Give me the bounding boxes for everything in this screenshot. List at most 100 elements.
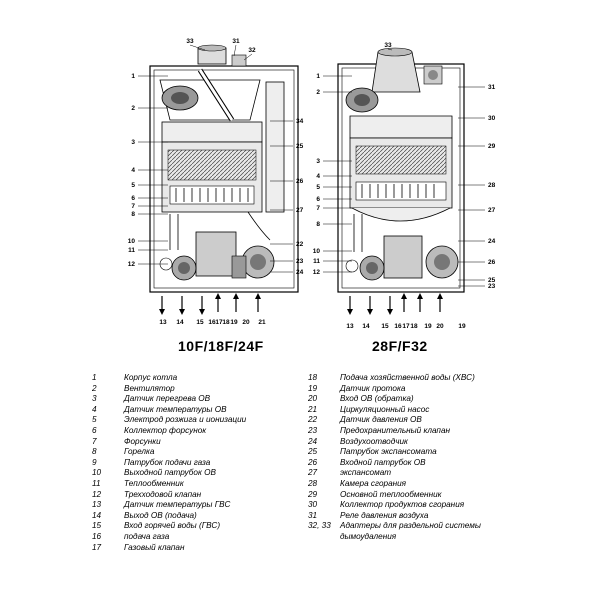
callout-label: 19 (230, 319, 238, 326)
callout-label: 32 (248, 47, 256, 54)
legend-text: Реле давления воздуха (340, 510, 429, 520)
callout-label: 26 (488, 259, 496, 266)
legend-number: 14 (92, 510, 102, 520)
callout-label: 8 (316, 221, 320, 228)
callout-label: 17 (215, 319, 223, 326)
legend-text: Датчик давления ОВ (340, 415, 422, 425)
legend-item: 14 Выход ОВ (подача) (92, 511, 246, 522)
callout-label: 8 (131, 211, 135, 218)
callout-label: 31 (488, 84, 496, 91)
callout-label: 26 (296, 178, 304, 185)
callout-label: 10 (128, 238, 136, 245)
expansion-tank (265, 81, 285, 213)
legend-text: Датчик протока (340, 383, 406, 393)
legend-item: 5 Электрод розжига и ионизации (92, 415, 246, 426)
callout-label: 13 (159, 319, 167, 326)
callout-label: 5 (131, 182, 135, 189)
callout-label: 17 (402, 323, 410, 330)
legend-text: Коллектор форсунок (124, 425, 207, 435)
callout-label: 15 (381, 323, 389, 330)
legend-text: Камера сгорания (340, 478, 407, 488)
callout-label: 7 (131, 203, 135, 210)
legend-text: Выходной патрубок ОВ (124, 468, 216, 478)
legend-number: 2 (92, 383, 97, 393)
callout-label: 33 (186, 38, 194, 45)
legend-text: Основной теплообменник (340, 489, 442, 499)
callout-label: 20 (436, 323, 444, 330)
legend-text: Циркуляционный насос (340, 404, 430, 414)
callout-label: 13 (346, 323, 354, 330)
legend-text: Патрубок подачи газа (124, 457, 211, 467)
callout-label: 10 (313, 248, 321, 255)
legend-text: Форсунки (124, 436, 161, 446)
callout-label: 19 (424, 323, 432, 330)
legend-number: 17 (92, 542, 102, 552)
callout-label: 14 (176, 319, 184, 326)
legend-number: 22 (308, 415, 318, 425)
legend-number: 16 (92, 531, 102, 541)
callout-label: 1 (131, 73, 135, 80)
callout-label: 16 (394, 323, 402, 330)
callout-label: 2 (316, 89, 320, 96)
legend-number: 18 (308, 373, 318, 382)
legend-item: 22 Датчик давления ОВ (308, 415, 481, 426)
callout-label: 6 (316, 196, 320, 203)
legend-number: 11 (92, 478, 101, 488)
hydraulic-group (383, 235, 423, 279)
legend-text: Теплообменник (124, 478, 184, 488)
callout-label: 24 (488, 238, 496, 245)
callout-label: 15 (196, 319, 204, 326)
legend-number: 29 (308, 489, 318, 499)
callout-label: 30 (488, 115, 496, 122)
legend-number: 7 (92, 436, 97, 446)
legend-text: Электрод розжига и ионизации (124, 415, 247, 425)
legend-item: 9 Патрубок подачи газа (92, 458, 246, 469)
legend-text: Выход ОВ (подача) (124, 510, 197, 520)
boiler-right (337, 47, 465, 315)
legend-text: Вход горячей воды (ГВС) (124, 521, 221, 531)
legend-number: 12 (92, 489, 102, 499)
callout-label: 22 (296, 241, 304, 248)
callout-label: 12 (128, 261, 136, 268)
legend-item: 12 Трехходовой клапан (92, 490, 246, 501)
leader-line (243, 53, 253, 61)
legend-text: Вентилятор (124, 383, 175, 393)
callout-label: 14 (362, 323, 370, 330)
callout-label: 28 (488, 182, 496, 189)
legend-number: 31 (308, 510, 318, 520)
legend-text-continuation: дымоудаления (340, 531, 397, 541)
legend-text: Трехходовой клапан (124, 489, 202, 499)
legend-text: экспансомат (340, 468, 392, 478)
callout-label: 33 (384, 42, 392, 49)
expansion-tank (351, 207, 451, 222)
leader-line (387, 48, 393, 51)
callout-label: 23 (488, 283, 496, 290)
legend-number: 9 (92, 457, 97, 467)
callout-label: 11 (313, 258, 320, 265)
legend-item: 2 Вентилятор (92, 384, 246, 395)
callout-label: 7 (316, 205, 320, 212)
callout-label: 18 (410, 323, 418, 330)
legend-item: 7 Форсунки (92, 437, 246, 448)
callout-label: 3 (131, 139, 135, 146)
legend-text: Патрубок экспансомата (340, 447, 437, 457)
legend-text: Воздухоотводчик (340, 436, 408, 446)
legend-number: 5 (92, 415, 97, 425)
flue-adapter (371, 51, 421, 93)
